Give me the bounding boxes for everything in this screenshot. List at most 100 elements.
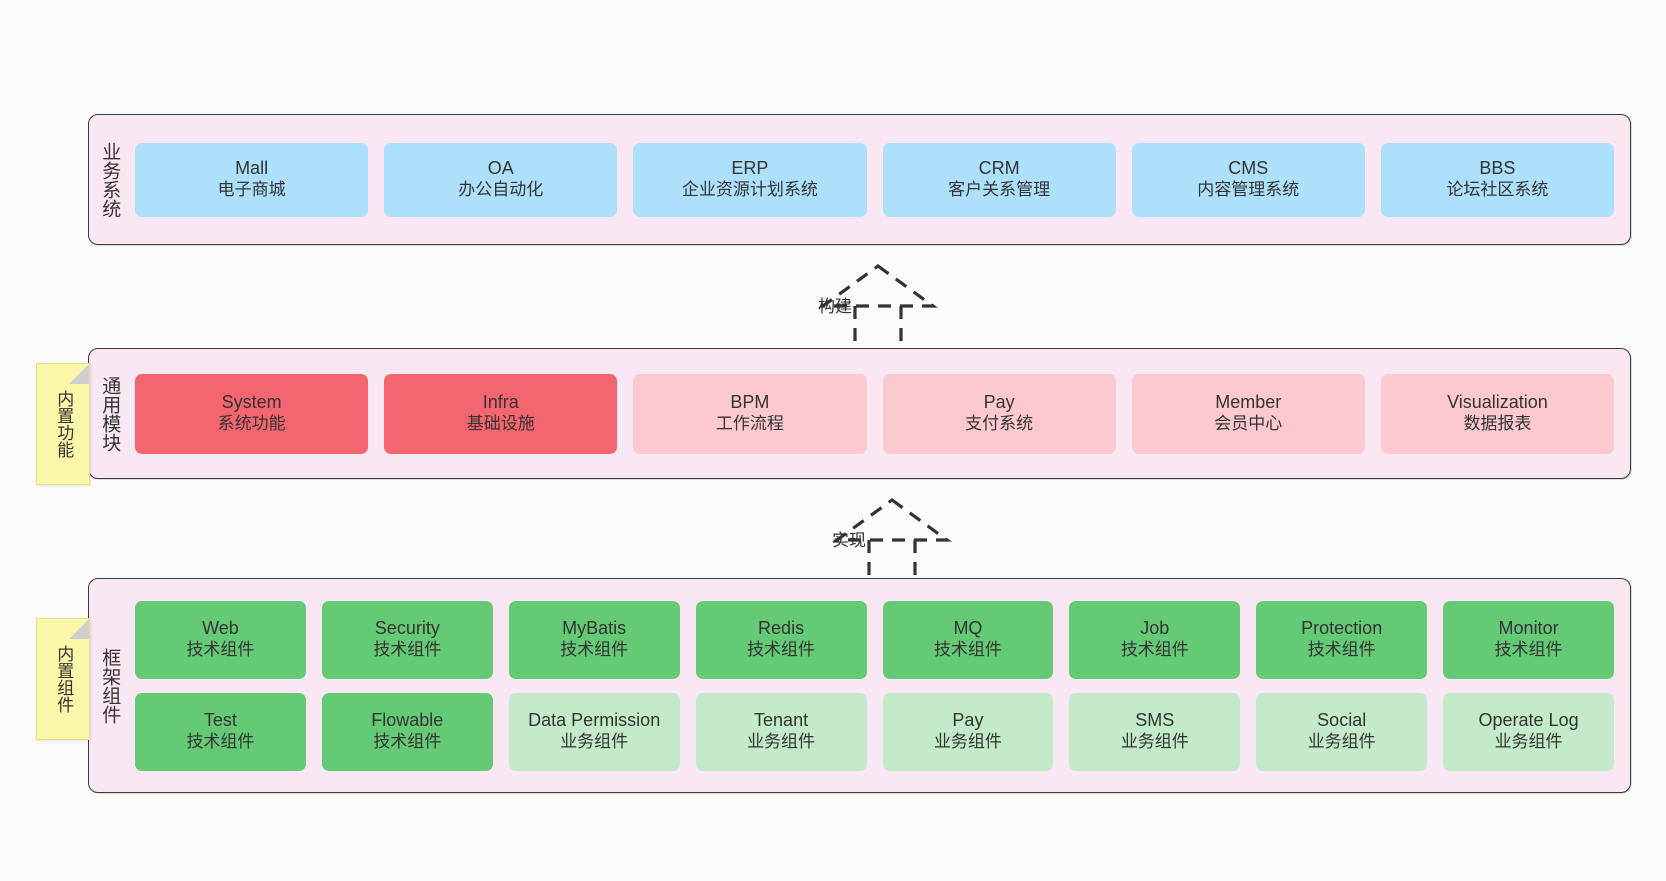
node-title: SMS [1135, 710, 1175, 731]
node-title: Data Permission [528, 710, 661, 731]
node-subtitle: 业务组件 [747, 732, 816, 752]
node-subtitle: 技术组件 [1307, 640, 1376, 660]
node-data-permission[interactable]: Data Permission 业务组件 [508, 692, 680, 771]
node-bbs[interactable]: BBS 论坛社区系统 [1380, 142, 1615, 217]
node-subtitle: 技术组件 [1120, 640, 1189, 660]
node-subtitle: 业务组件 [1120, 732, 1189, 752]
node-tenant[interactable]: Tenant 业务组件 [695, 692, 867, 771]
node-subtitle: 会员中心 [1214, 414, 1283, 434]
node-oa[interactable]: OA 办公自动化 [384, 142, 618, 217]
node-title: Web [202, 618, 239, 639]
node-title: MyBatis [562, 618, 627, 639]
node-subtitle: 客户关系管理 [948, 180, 1051, 200]
node-erp[interactable]: ERP 企业资源计划系统 [633, 142, 867, 217]
node-subtitle: 企业资源计划系统 [681, 180, 818, 200]
layer-common-module: 通用模块 System 系统功能 Infra 基础设施 BPM 工作流程 Pay… [88, 348, 1631, 479]
node-flowable[interactable]: Flowable 技术组件 [321, 692, 493, 771]
node-title: Protection [1301, 618, 1383, 639]
node-title: Mall [235, 158, 269, 179]
layer-title-common-module: 通用模块 [99, 375, 121, 452]
node-mq[interactable]: MQ 技术组件 [882, 600, 1054, 679]
layer-body-common-module: System 系统功能 Infra 基础设施 BPM 工作流程 Pay 支付系统… [129, 349, 1630, 478]
node-title: Redis [758, 618, 805, 639]
node-subtitle: 技术组件 [373, 640, 442, 660]
layer-business-system: 业务系统 Mall 电子商城 OA 办公自动化 ERP 企业资源计划系统 CRM… [88, 114, 1631, 245]
node-title: Member [1215, 392, 1282, 413]
node-title: Operate Log [1478, 710, 1579, 731]
node-title: CRM [978, 158, 1020, 179]
node-crm[interactable]: CRM 客户关系管理 [882, 142, 1116, 217]
node-title: OA [487, 158, 514, 179]
node-subtitle: 技术组件 [186, 640, 255, 660]
node-title: Monitor [1498, 618, 1559, 639]
node-infra[interactable]: Infra 基础设施 [384, 373, 618, 454]
node-subtitle: 支付系统 [965, 414, 1034, 434]
node-monitor[interactable]: Monitor 技术组件 [1443, 600, 1614, 679]
node-subtitle: 基础设施 [466, 414, 535, 434]
connector-implement: 实现 [772, 492, 952, 582]
node-title: Job [1140, 618, 1170, 639]
layer-framework-component: 框架组件 Web 技术组件 Security 技术组件 MyBatis 技术组件… [88, 578, 1631, 793]
node-subtitle: 论坛社区系统 [1446, 180, 1549, 200]
node-pay[interactable]: Pay 支付系统 [882, 373, 1116, 454]
node-subtitle: 技术组件 [560, 640, 629, 660]
node-subtitle: 业务组件 [560, 732, 629, 752]
node-job[interactable]: Job 技术组件 [1069, 600, 1241, 679]
node-title: BBS [1479, 158, 1516, 179]
node-title: Pay [952, 710, 984, 731]
generalization-triangle-head [818, 264, 938, 308]
node-subtitle: 数据报表 [1463, 414, 1532, 434]
node-web[interactable]: Web 技术组件 [135, 600, 306, 679]
connector-label-build: 构建 [818, 297, 852, 316]
node-subtitle: 技术组件 [1494, 640, 1563, 660]
layer-title-framework-component: 框架组件 [99, 647, 121, 724]
node-title: Social [1317, 710, 1367, 731]
layer-body-business-system: Mall 电子商城 OA 办公自动化 ERP 企业资源计划系统 CRM 客户关系… [129, 115, 1630, 244]
node-title: Tenant [754, 710, 809, 731]
node-security[interactable]: Security 技术组件 [321, 600, 493, 679]
node-member[interactable]: Member 会员中心 [1131, 373, 1365, 454]
node-subtitle: 技术组件 [186, 732, 255, 752]
node-title: MQ [953, 618, 983, 639]
node-subtitle: 业务组件 [1307, 732, 1376, 752]
connector-stem [867, 540, 917, 582]
note-builtin-features: 内置功能 [36, 363, 90, 485]
layer-title-business-system: 业务系统 [99, 141, 121, 218]
node-test[interactable]: Test 技术组件 [135, 692, 306, 771]
node-title: CMS [1228, 158, 1269, 179]
node-visualization[interactable]: Visualization 数据报表 [1380, 373, 1615, 454]
node-protection[interactable]: Protection 技术组件 [1256, 600, 1428, 679]
node-redis[interactable]: Redis 技术组件 [695, 600, 867, 679]
layer-row: Web 技术组件 Security 技术组件 MyBatis 技术组件 Redi… [135, 600, 1614, 679]
node-subtitle: 办公自动化 [458, 180, 544, 200]
node-subtitle: 系统功能 [217, 414, 286, 434]
node-pay-component[interactable]: Pay 业务组件 [882, 692, 1054, 771]
node-social[interactable]: Social 业务组件 [1256, 692, 1428, 771]
note-builtin-components: 内置组件 [36, 618, 90, 740]
connector-build: 构建 [758, 258, 938, 348]
node-mybatis[interactable]: MyBatis 技术组件 [508, 600, 680, 679]
node-title: ERP [731, 158, 769, 179]
node-title: Flowable [371, 710, 444, 731]
node-subtitle: 业务组件 [933, 732, 1002, 752]
node-subtitle: 技术组件 [933, 640, 1002, 660]
layer-row: Mall 电子商城 OA 办公自动化 ERP 企业资源计划系统 CRM 客户关系… [135, 142, 1615, 217]
node-title: BPM [730, 392, 770, 413]
node-operate-log[interactable]: Operate Log 业务组件 [1443, 692, 1614, 771]
node-title: Infra [482, 392, 519, 413]
layer-body-framework-component: Web 技术组件 Security 技术组件 MyBatis 技术组件 Redi… [129, 579, 1630, 792]
connector-stem [853, 306, 903, 348]
node-mall[interactable]: Mall 电子商城 [135, 142, 369, 217]
node-subtitle: 业务组件 [1494, 732, 1563, 752]
node-subtitle: 技术组件 [747, 640, 816, 660]
node-title: Security [374, 618, 440, 639]
node-subtitle: 工作流程 [715, 414, 784, 434]
node-bpm[interactable]: BPM 工作流程 [633, 373, 867, 454]
node-sms[interactable]: SMS 业务组件 [1069, 692, 1241, 771]
node-cms[interactable]: CMS 内容管理系统 [1131, 142, 1365, 217]
node-subtitle: 内容管理系统 [1197, 180, 1300, 200]
node-title: System [221, 392, 282, 413]
generalization-triangle-head [832, 498, 952, 542]
node-system[interactable]: System 系统功能 [135, 373, 369, 454]
